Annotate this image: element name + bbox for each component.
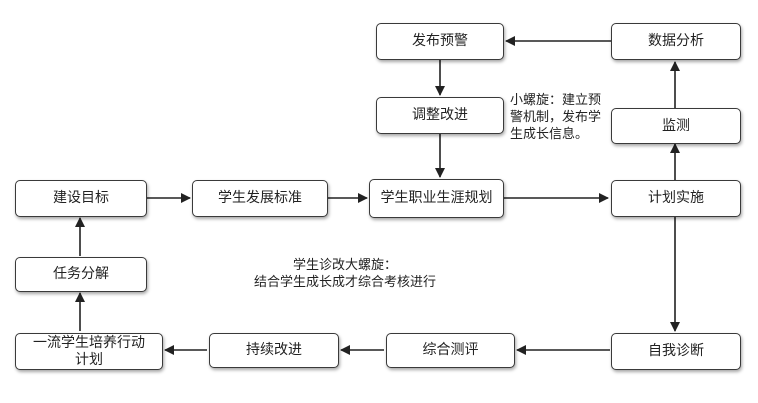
node-task-decompose: 任务分解: [15, 257, 147, 292]
node-data-analysis: 数据分析: [611, 23, 741, 60]
node-self-diagnosis: 自我诊断: [611, 333, 741, 370]
small-spiral-line-3: 生成长信息。: [510, 127, 589, 142]
node-continuous-improve: 持续改进: [209, 333, 339, 368]
node-action-plan: 一流学生培养行动计划: [15, 333, 163, 370]
small-spiral-line-2: 警机制，发布学: [510, 110, 602, 125]
small-spiral-note: 小螺旋：建立预 警机制，发布学 生成长信息。: [510, 92, 610, 143]
node-build-goal: 建设目标: [15, 180, 147, 217]
small-spiral-line-1: 小螺旋：建立预: [510, 93, 602, 108]
big-spiral-line-1: 学生诊改大螺旋：: [292, 258, 397, 273]
node-publish-warning: 发布预警: [376, 23, 504, 60]
big-spiral-note: 学生诊改大螺旋： 结合学生成长成才综合考核进行: [225, 257, 465, 291]
node-student-standard: 学生发展标准: [192, 180, 328, 217]
node-plan-implement: 计划实施: [611, 180, 741, 217]
node-comprehensive-eval: 综合测评: [386, 333, 515, 368]
big-spiral-line-2: 结合学生成长成才综合考核进行: [253, 275, 436, 290]
node-career-plan: 学生职业生涯规划: [369, 179, 504, 218]
node-adjust-improve: 调整改进: [376, 97, 504, 134]
node-monitor: 监测: [611, 108, 741, 144]
